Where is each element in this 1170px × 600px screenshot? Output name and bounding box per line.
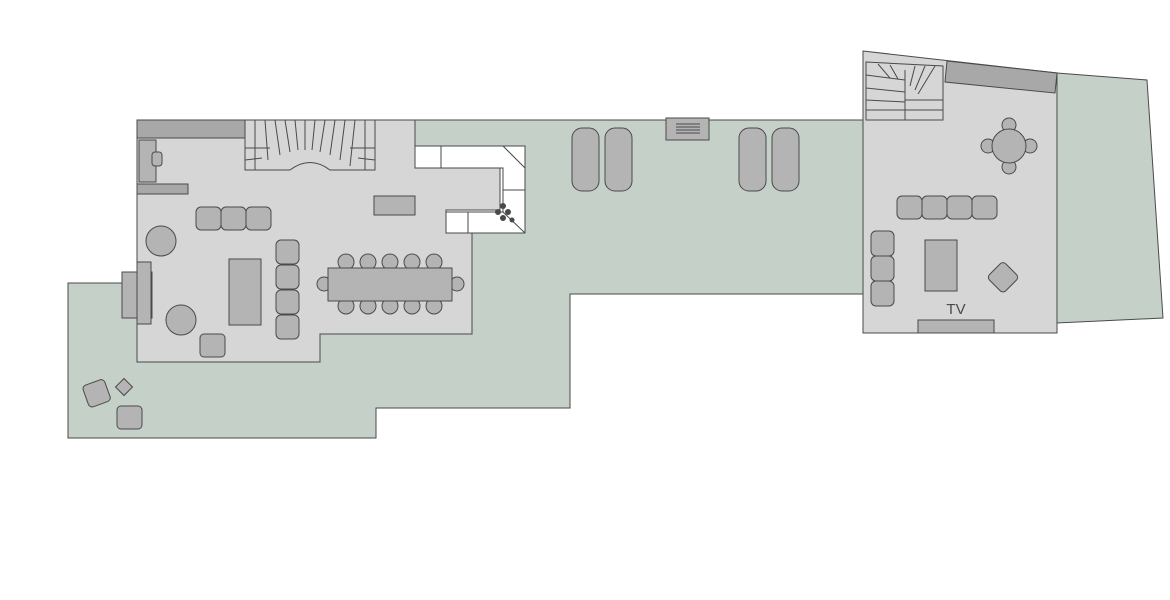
sofa-cushion [275, 264, 300, 290]
staircase-main-treads [244, 119, 376, 170]
dining-table-group [316, 253, 465, 315]
sun-lounger [738, 127, 767, 192]
sideboard [373, 195, 416, 216]
annex: TV [862, 50, 1058, 334]
kitchen-counter [414, 145, 526, 234]
fireplace-hearth [136, 261, 152, 325]
sofa-cushion [921, 195, 948, 220]
cooktop-burner [505, 209, 511, 215]
tv-unit [917, 319, 995, 334]
sofa-cushion [195, 206, 222, 231]
cooktop-burner [509, 217, 515, 223]
staircase-main [244, 119, 376, 171]
sun-lounger [604, 127, 633, 192]
grill-body [665, 117, 710, 141]
garden-chair [116, 405, 143, 430]
sun-lounger [771, 127, 800, 192]
terrace-furniture [82, 117, 800, 430]
living-area [145, 206, 300, 358]
terrace-right [1056, 72, 1164, 324]
staircase-annex [865, 61, 944, 121]
sofa-cushion [275, 314, 300, 340]
main-house [121, 119, 526, 363]
wall-block-left [136, 183, 189, 195]
sofa-cushion [245, 206, 272, 231]
sofa-cushion [870, 280, 895, 307]
dining-table [327, 267, 453, 302]
grill-grate [676, 123, 700, 134]
desk-chair [151, 151, 163, 167]
cooktop-burner [500, 215, 506, 221]
sofa-cushion [896, 195, 923, 220]
pouf [199, 333, 226, 358]
garden-side-table [114, 377, 134, 397]
armchair [987, 262, 1019, 293]
cooktop-burner [495, 209, 501, 215]
coffee-table [228, 258, 262, 326]
outdoor-grill [665, 117, 710, 141]
kitchen [414, 145, 526, 234]
tv-label: TV [946, 301, 965, 318]
round-side-table [145, 225, 177, 257]
wall-block-top [136, 119, 246, 139]
round-table-top [991, 128, 1027, 164]
staircase-main-base [244, 119, 376, 171]
round-dining-table [980, 117, 1038, 175]
sofa-cushion [870, 255, 895, 282]
sofa-cushion [275, 239, 300, 265]
sofa-cushion [971, 195, 998, 220]
round-side-table [165, 304, 197, 336]
sofa-cushion [946, 195, 973, 220]
kitchen-counter-joints [440, 145, 526, 234]
sofa-cushion [275, 289, 300, 315]
cooktop-burner [500, 203, 506, 209]
sun-lounger [571, 127, 600, 192]
annex-wall-block [944, 60, 1058, 94]
garden-chair [82, 379, 111, 408]
sofa-cushion [870, 230, 895, 257]
staircase-annex-treads [865, 63, 943, 120]
coffee-table [924, 239, 958, 292]
sofa-cushion [220, 206, 247, 231]
